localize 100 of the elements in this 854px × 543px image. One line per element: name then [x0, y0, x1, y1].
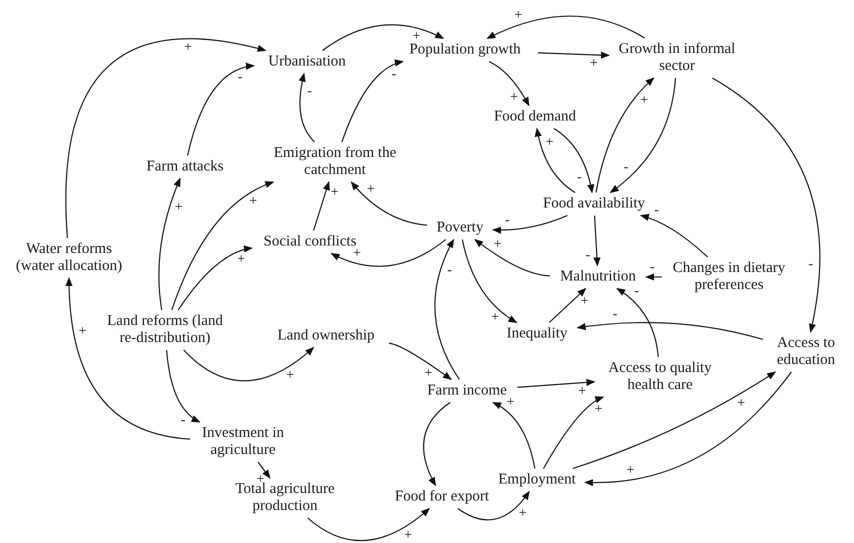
polarity-sign: -: [447, 264, 452, 278]
causal-arrow: [593, 215, 601, 266]
polarity-sign: +: [737, 396, 746, 410]
polarity-sign: -: [577, 171, 582, 186]
polarity-sign: -: [238, 71, 242, 86]
polarity-sign: +: [506, 396, 515, 410]
causal-arrow: [166, 350, 200, 422]
polarity-sign: -: [505, 214, 510, 228]
variable-label: Water reforms (water allocation): [14, 241, 124, 275]
polarity-sign: -: [307, 85, 312, 100]
variable-label: Access to education: [776, 335, 836, 369]
polarity-sign: -: [650, 261, 655, 275]
causal-arrow: [488, 61, 530, 106]
polarity-sign: +: [184, 40, 192, 55]
polarity-sign: +: [424, 367, 432, 382]
polarity-sign: -: [654, 204, 659, 218]
causal-arrow: [486, 16, 645, 39]
causal-arrow: [388, 342, 452, 380]
polarity-sign: +: [412, 30, 420, 44]
causal-arrow: [258, 462, 271, 479]
causal-arrow: [554, 128, 594, 194]
causal-arrow: [576, 322, 764, 340]
causal-arrow: [434, 238, 460, 380]
causal-arrow: [543, 396, 604, 469]
polarity-sign: +: [514, 8, 522, 23]
causal-arrow: [712, 78, 820, 333]
polarity-sign: -: [624, 161, 628, 176]
causal-arrow: [492, 215, 568, 234]
polarity-sign: +: [494, 238, 502, 252]
causal-arrow: [538, 52, 610, 59]
polarity-sign: -: [586, 248, 590, 263]
variable-label: Social conflicts: [264, 234, 356, 250]
causal-arrow: [65, 38, 266, 238]
variable-label: Farm income: [427, 382, 507, 400]
causal-arrow: [458, 490, 530, 520]
polarity-sign: +: [594, 402, 602, 417]
causal-arrow: [572, 372, 776, 470]
polarity-sign: +: [640, 94, 648, 108]
polarity-sign: -: [808, 258, 814, 272]
polarity-sign: +: [404, 528, 412, 543]
polarity-sign: +: [78, 325, 87, 340]
variable-label: Food demand: [494, 108, 576, 126]
polarity-sign: -: [634, 284, 639, 299]
causal-arrow: [517, 378, 596, 388]
causal-arrow: [548, 288, 586, 323]
polarity-sign: -: [180, 414, 186, 428]
causal-arrow: [330, 239, 446, 267]
causal-arrow: [341, 60, 404, 142]
polarity-sign: +: [237, 253, 246, 268]
variable-label: Investment in agriculture: [200, 425, 286, 459]
variable-label: Land reforms (land re-distribution): [106, 313, 224, 347]
causal-arrow: [322, 24, 444, 51]
variable-label: Urbanisation: [268, 54, 346, 70]
causal-arrow: [158, 178, 181, 310]
causal-arrow: [474, 238, 550, 276]
causal-arrow: [462, 239, 518, 323]
variable-label: Poverty: [436, 220, 484, 236]
polarity-sign: +: [491, 311, 499, 326]
polarity-sign: +: [249, 194, 258, 208]
polarity-sign: +: [330, 186, 339, 200]
causal-arrow: [423, 402, 450, 486]
variable-label: Access to quality health care: [607, 360, 713, 394]
variable-label: Land ownership: [277, 328, 375, 344]
polarity-sign: -: [612, 308, 618, 322]
causal-arrow: [595, 77, 654, 193]
variable-label: Food for export: [394, 488, 490, 506]
causal-arrow: [616, 288, 659, 358]
causal-arrow: [645, 273, 661, 281]
causal-arrow: [171, 181, 274, 310]
polarity-sign: +: [578, 384, 586, 399]
causal-arrow: [534, 128, 576, 193]
causal-arrow: [298, 72, 315, 142]
causal-arrow: [178, 246, 253, 310]
causal-arrow: [584, 372, 792, 486]
polarity-sign: +: [286, 369, 294, 384]
causal-arrow: [313, 181, 330, 231]
causal-arrow: [307, 508, 430, 541]
causal-arrow: [610, 78, 676, 194]
variable-label: Employment: [498, 472, 576, 488]
polarity-sign: +: [518, 506, 527, 520]
causal-arrow: [183, 346, 314, 382]
polarity-sign: +: [626, 464, 634, 478]
variable-label: Emigration from the catchment: [272, 145, 398, 179]
causal-arrow: [66, 277, 190, 440]
polarity-sign: +: [510, 90, 518, 105]
causal-arrow: [187, 63, 255, 156]
variable-label: Malnutrition: [560, 268, 636, 286]
polarity-sign: -: [391, 68, 396, 82]
variable-label: Growth in informal sector: [618, 41, 736, 75]
polarity-sign: +: [174, 200, 183, 215]
variable-label: Changes in dietary preferences: [672, 260, 786, 294]
causal-arrow: [492, 402, 536, 469]
causal-arrow: [350, 181, 428, 226]
variable-label: Farm attacks: [146, 158, 224, 176]
polarity-sign: +: [366, 182, 375, 197]
variable-label: Population growth: [409, 42, 521, 58]
variable-label: Food availability: [542, 196, 646, 212]
causal-arrow: [640, 214, 708, 258]
polarity-sign: +: [546, 136, 554, 150]
polarity-sign: +: [580, 294, 588, 309]
